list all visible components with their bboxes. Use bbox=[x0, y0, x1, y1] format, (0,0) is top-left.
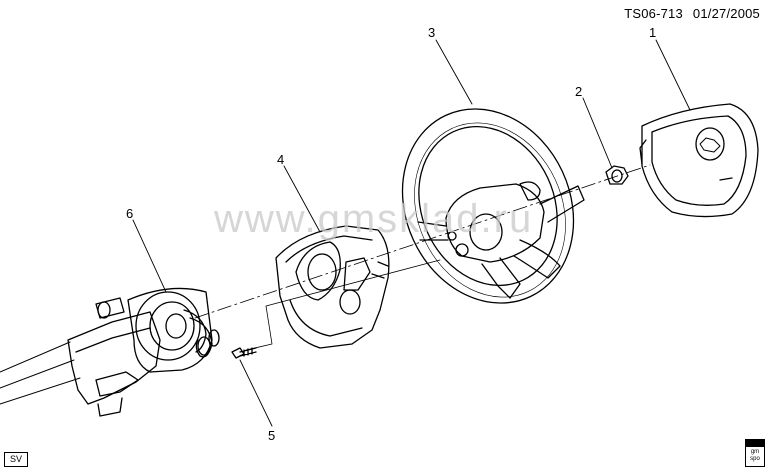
leader-3 bbox=[435, 39, 473, 105]
logo-bar bbox=[746, 440, 764, 447]
steering-wheel bbox=[401, 108, 585, 304]
callout-1: 1 bbox=[649, 25, 656, 40]
watermark-text: www.gmsklad.ru bbox=[214, 197, 534, 241]
figure-id: TS06-713 bbox=[624, 6, 683, 21]
leader-6 bbox=[132, 219, 167, 293]
callout-2: 2 bbox=[575, 84, 582, 99]
leader-2 bbox=[582, 97, 613, 169]
retaining-nut bbox=[605, 165, 629, 185]
leader-1 bbox=[655, 39, 691, 111]
callout-5: 5 bbox=[268, 428, 275, 443]
callout-6: 6 bbox=[126, 206, 133, 221]
gm-spo-logo: gm spo bbox=[745, 439, 765, 467]
steering-column bbox=[0, 287, 220, 417]
figure-date: 01/27/2005 bbox=[692, 6, 760, 21]
leader-4 bbox=[283, 165, 321, 233]
sv-badge: SV bbox=[4, 452, 28, 467]
figure-header: TS06-713 01/27/2005 bbox=[624, 6, 760, 21]
lower-cover bbox=[275, 225, 390, 349]
logo-text: gm spo bbox=[750, 449, 760, 462]
callout-3: 3 bbox=[428, 25, 435, 40]
callout-4: 4 bbox=[277, 152, 284, 167]
airbag-module bbox=[639, 103, 759, 218]
mounting-bolt bbox=[231, 347, 257, 359]
assembly-axis-line bbox=[194, 164, 651, 319]
leader-5 bbox=[239, 359, 273, 427]
bolt-leader bbox=[245, 259, 441, 351]
